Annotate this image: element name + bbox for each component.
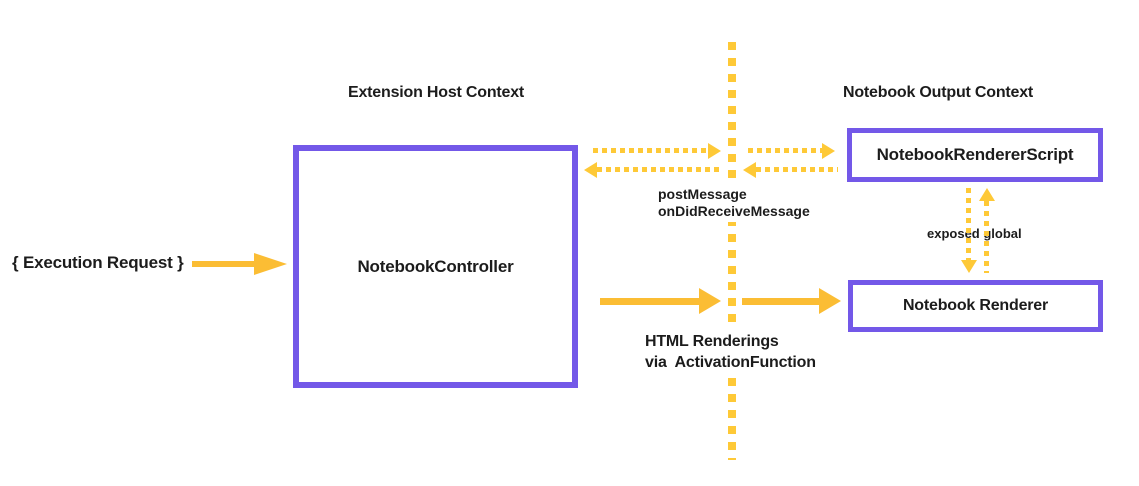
on-did-receive-message-label: onDidReceiveMessage <box>658 203 810 219</box>
extension-host-context-heading: Extension Host Context <box>348 84 525 101</box>
notebook-controller-label: NotebookController <box>357 256 514 276</box>
up-arrowhead-icon <box>979 188 995 201</box>
right-arrowhead-icon <box>819 288 841 314</box>
html-renderings-labels: HTML Renderings via ActivationFunction <box>642 329 819 375</box>
down-arrowhead-icon <box>961 260 977 273</box>
right-arrowhead-icon <box>254 253 287 275</box>
notebook-renderer-node: Notebook Renderer <box>848 280 1103 332</box>
execution-request-label: { Execution Request } <box>12 253 184 272</box>
message-channel-labels: postMessage onDidReceiveMessage <box>655 184 813 222</box>
dashed-line <box>593 148 708 153</box>
right-arrowhead-icon <box>699 288 721 314</box>
arrow-shaft <box>192 261 254 267</box>
left-arrowhead-icon <box>743 162 756 178</box>
right-arrowhead-icon <box>708 143 721 159</box>
notebook-renderer-label: Notebook Renderer <box>902 297 1049 314</box>
html-renderings-label-line1: HTML Renderings <box>645 333 779 350</box>
arrow-shaft <box>600 298 699 305</box>
dashed-line <box>597 167 720 172</box>
notebook-controller-node: NotebookController <box>293 145 578 388</box>
arrow-shaft <box>742 298 819 305</box>
right-arrowhead-icon <box>822 143 835 159</box>
notebook-renderer-script-label: NotebookRendererScript <box>876 145 1074 164</box>
left-arrowhead-icon <box>584 162 597 178</box>
context-boundary-dashed-line <box>728 42 736 460</box>
dashed-line <box>984 201 989 273</box>
dashed-line <box>966 188 971 260</box>
notebook-renderer-script-node: NotebookRendererScript <box>847 128 1103 182</box>
dashed-line <box>748 148 822 153</box>
dashed-line <box>756 167 838 172</box>
post-message-label: postMessage <box>658 186 747 202</box>
html-renderings-label-line2: via ActivationFunction <box>645 354 816 371</box>
notebook-output-context-heading: Notebook Output Context <box>843 84 1034 101</box>
exposed-global-label: exposed global <box>924 224 1025 243</box>
